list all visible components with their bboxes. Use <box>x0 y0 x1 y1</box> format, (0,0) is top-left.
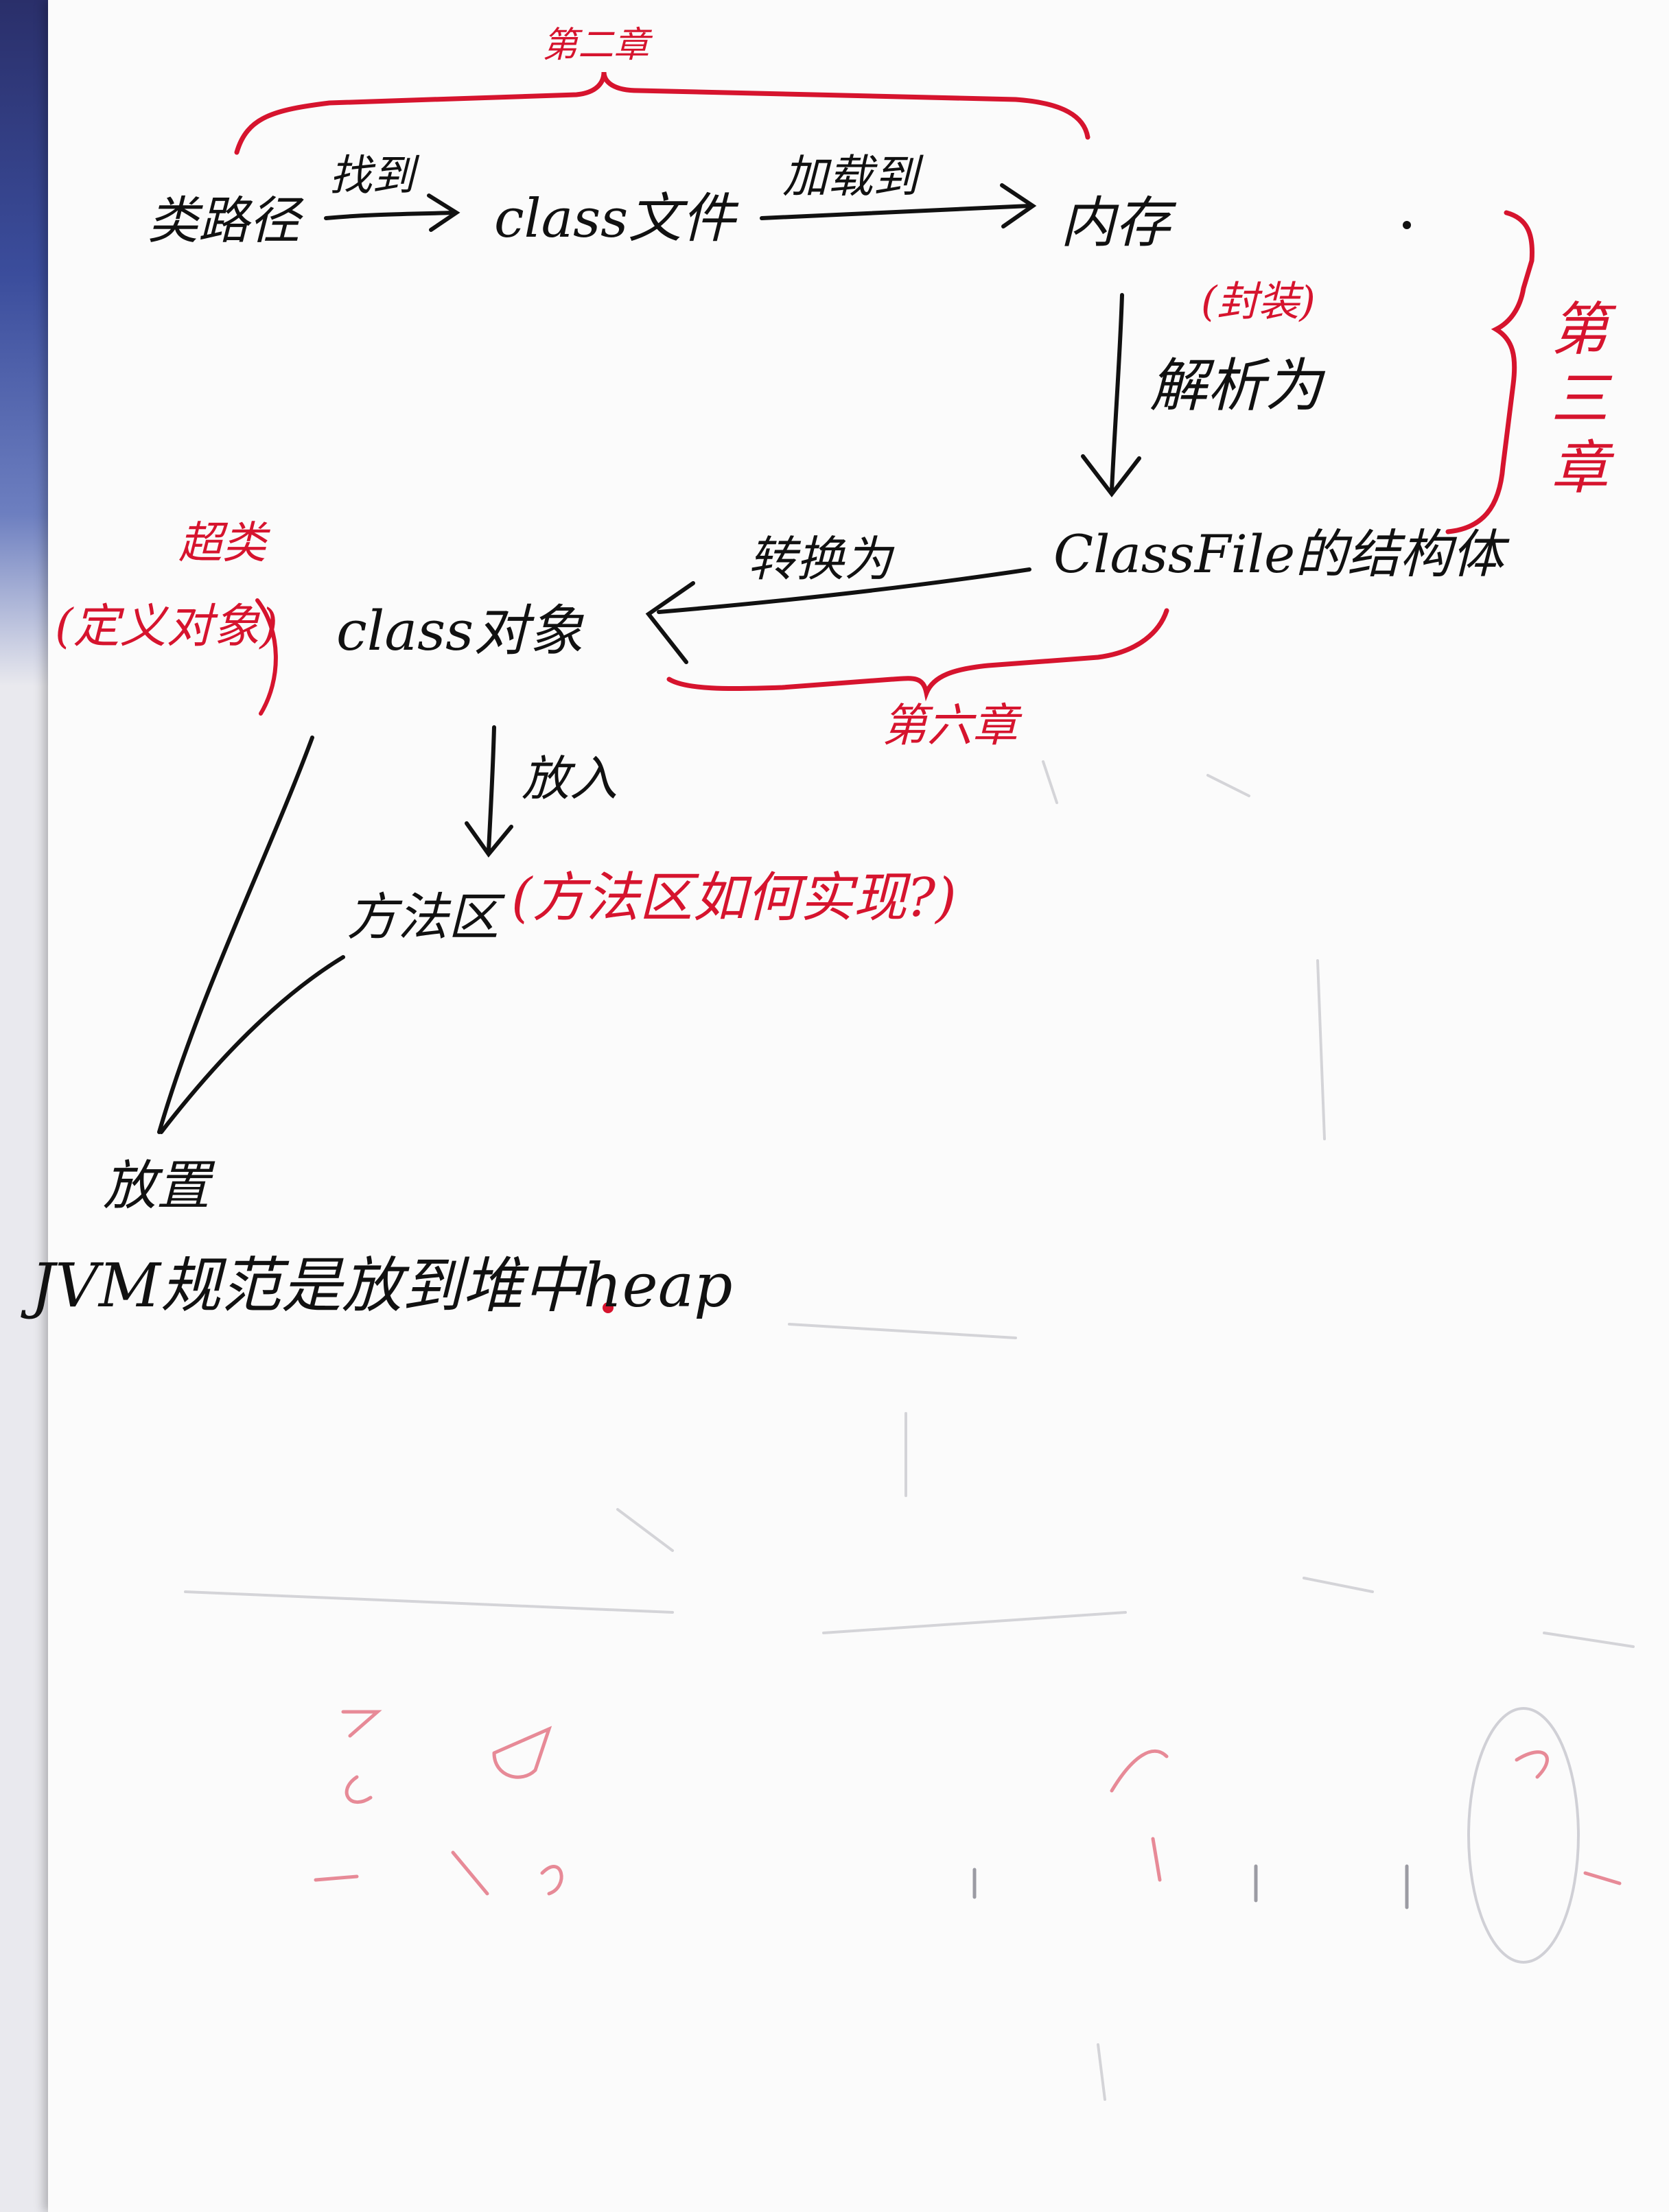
find-to-label: 找到 <box>329 150 415 200</box>
chapter6-brace <box>666 608 1169 702</box>
jvm-heap-label: JVM规范是放到堆中heap <box>31 1250 733 1321</box>
converge-lines <box>157 736 345 1134</box>
arrow-put <box>465 725 513 858</box>
chapter6-label: 第六章 <box>882 699 1018 752</box>
convert-to-label: 转换为 <box>748 531 892 587</box>
faint-red-marks <box>314 1710 1622 1896</box>
method-area-label: 方法区 <box>347 888 499 947</box>
memory-label: 内存 <box>1060 191 1170 255</box>
ink-dot <box>1403 221 1411 229</box>
chapter3-brace <box>1445 210 1535 534</box>
class-object-tag: 超类 <box>178 518 266 569</box>
put-into-label: 放入 <box>522 751 618 807</box>
classfile-struct-label: ClassFile的结构体 <box>1053 523 1504 585</box>
chapter2-brace <box>234 71 1090 155</box>
paper-sheet <box>48 0 1669 2212</box>
arrow-load <box>760 183 1037 228</box>
class-path-label: 类路径 <box>148 191 300 250</box>
faint-ellipse <box>1467 1707 1580 1964</box>
placement-label: 放置 <box>103 1155 211 1217</box>
faint-dark-marks <box>972 1864 1409 1909</box>
method-area-question: (方法区如何实现?) <box>511 867 957 929</box>
class-object-label: class对象 <box>336 599 584 663</box>
faint-marks <box>184 760 1635 2101</box>
chapter2-label: 第二章 <box>542 25 650 66</box>
chapter3-label: 第三章 <box>1551 296 1609 502</box>
red-bracket <box>255 598 278 716</box>
parse-into-label: 解析为 <box>1149 352 1323 419</box>
red-dot-heap <box>603 1302 614 1313</box>
arrow-parse <box>1081 293 1141 497</box>
arrow-convert <box>645 567 1031 664</box>
class-file-label: class文件 <box>494 188 736 250</box>
parse-note-label: (封装) <box>1201 278 1316 326</box>
class-object-note: (定义对象) <box>55 600 279 654</box>
load-to-label: 加载到 <box>782 150 918 203</box>
arrow-find <box>324 193 460 232</box>
